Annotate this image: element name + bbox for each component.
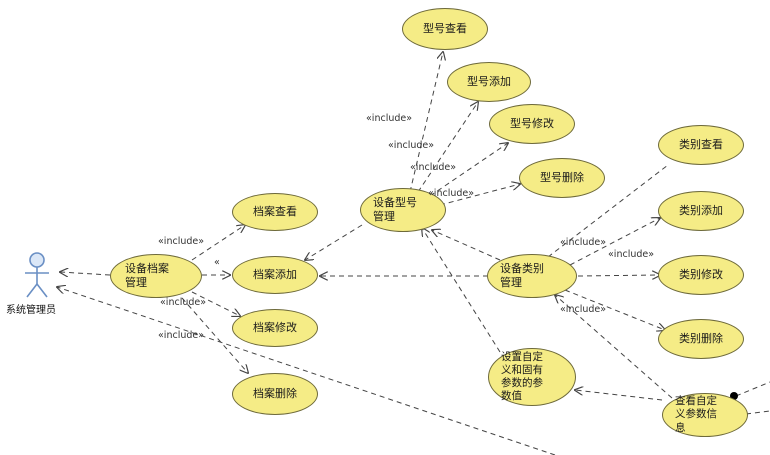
assoc-archive-actor <box>60 272 111 275</box>
assoc-model-archive <box>305 224 363 260</box>
use-case-model-delete[interactable]: 型号删除 <box>519 158 605 198</box>
assoc-category-view <box>547 164 669 258</box>
use-case-custom-param-view[interactable]: 查看自定义参数信息 <box>662 393 748 437</box>
use-case-custom-param-setting[interactable]: 设置自定义和固有参数的参数值 <box>488 348 576 406</box>
inc-model-add <box>417 102 478 193</box>
use-case-archive-add[interactable]: 档案添加 <box>232 256 318 294</box>
actor-name: 系统管理员 <box>6 305 56 316</box>
assoc-custom-setting <box>575 390 663 401</box>
include-label-category-view: «include» <box>560 237 607 248</box>
include-label-archive-delete: «include» <box>158 330 205 341</box>
inc-model-delete <box>439 184 520 206</box>
actor-figure[interactable] <box>25 252 49 298</box>
inc-category-modify <box>577 275 660 276</box>
include-label-category-add: «include» <box>608 249 655 260</box>
include-label-model-delete: «include» <box>428 188 475 199</box>
use-case-category-view[interactable]: 类别查看 <box>658 125 744 165</box>
inc-custom-category <box>555 295 673 399</box>
include-label-model-add: «include» <box>388 140 435 151</box>
use-case-archive-view[interactable]: 档案查看 <box>232 193 318 231</box>
include-label-model-view: «include» <box>366 113 413 124</box>
inc-model-modify <box>429 143 508 197</box>
assoc-category-model <box>432 230 501 261</box>
inc-model-view <box>409 52 443 193</box>
use-case-model-add[interactable]: 型号添加 <box>447 62 531 102</box>
include-label-archive-view: «include» <box>158 236 205 247</box>
assoc-custom-right-2 <box>745 410 770 415</box>
use-case-model-view[interactable]: 型号查看 <box>402 8 488 50</box>
use-case-device-category-mgmt[interactable]: 设备类别管理 <box>487 254 577 298</box>
include-label-archive-modify: «include» <box>160 297 207 308</box>
use-case-category-modify[interactable]: 类别修改 <box>658 255 744 295</box>
include-label-category-delete: «include» <box>560 304 607 315</box>
use-case-archive-delete[interactable]: 档案删除 <box>232 373 318 415</box>
stray-mark-label: « <box>214 257 220 268</box>
use-case-archive-modify[interactable]: 档案修改 <box>232 309 318 347</box>
inc-archive-view <box>191 225 245 261</box>
use-case-category-delete[interactable]: 类别删除 <box>658 319 744 359</box>
assoc-custom-model <box>422 228 501 353</box>
use-case-category-add[interactable]: 类别添加 <box>658 191 744 231</box>
inc-archive-delete <box>181 297 248 373</box>
use-case-device-archive-mgmt[interactable]: 设备档案管理 <box>110 254 202 298</box>
assoc-custom-right-1 <box>735 381 770 397</box>
assoc-custom-actor <box>57 287 556 455</box>
include-label-model-modify: «include» <box>410 162 457 173</box>
inc-category-add <box>569 218 660 266</box>
use-case-model-modify[interactable]: 型号修改 <box>489 104 575 144</box>
use-case-device-model-mgmt[interactable]: 设备型号管理 <box>360 188 446 232</box>
